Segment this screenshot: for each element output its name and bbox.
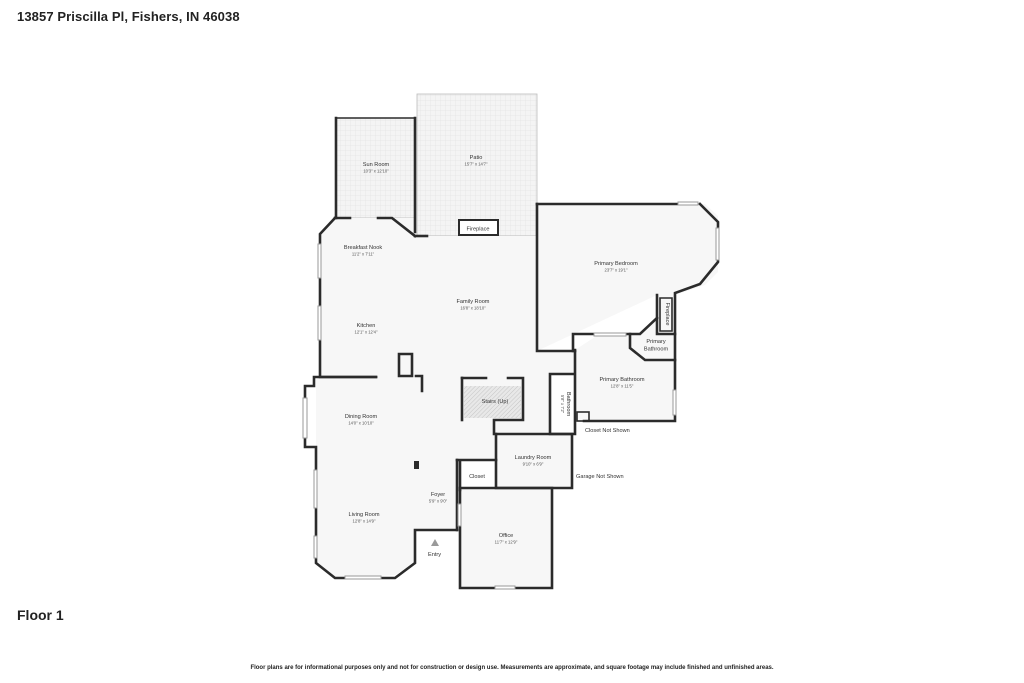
living-room-dims: 12'8" x 14'9" xyxy=(353,519,376,524)
laundry-room-label: Laundry Room xyxy=(515,455,552,461)
primary-bedroom-dims: 23'7" x 19'1" xyxy=(605,268,628,273)
breakfast-nook-label: Breakfast Nook xyxy=(344,245,382,251)
patio-fireplace xyxy=(458,219,499,236)
family-room-dims: 16'8" x 18'10" xyxy=(460,306,486,311)
entry-note: Entry xyxy=(428,552,441,558)
office-dims: 11'7" x 12'9" xyxy=(495,540,518,545)
primary-bathroom-small-label-1: Primary xyxy=(646,339,665,345)
floor-label: Floor 1 xyxy=(17,607,64,623)
foyer-dims: 5'9" x 9'0" xyxy=(429,499,448,504)
living-room-label: Living Room xyxy=(348,512,379,518)
bathroom-label: Bathroom xyxy=(565,392,571,417)
windows xyxy=(302,201,720,590)
property-address: 13857 Priscilla Pl, Fishers, IN 46038 xyxy=(17,9,240,24)
entry-arrow xyxy=(431,539,439,546)
stairs-label: Stairs (Up) xyxy=(482,399,509,405)
disclaimer: Floor plans are for informational purpos… xyxy=(250,665,774,671)
bedroom-fireplace-label: Fireplace xyxy=(664,302,670,325)
kitchen-label: Kitchen xyxy=(357,323,376,329)
room-labels: Sun Room 10'3" x 12'10" Patio 15'7" x 14… xyxy=(344,155,670,558)
walls xyxy=(303,116,720,590)
office-label: Office xyxy=(499,533,514,539)
primary-bathroom-small-label-2: Bathroom xyxy=(644,347,669,353)
interior-floor xyxy=(316,204,718,588)
patio-label: Patio xyxy=(470,155,483,161)
stairs-fill xyxy=(464,386,521,418)
laundry-room-dims: 9'10" x 6'9" xyxy=(523,462,544,467)
bathroom-dims: 5'8" x 7'2" xyxy=(560,395,565,414)
dining-room-dims: 14'0" x 10'10" xyxy=(348,421,374,426)
dining-room-label: Dining Room xyxy=(345,414,378,420)
primary-bathroom-dims: 12'8" x 11'5" xyxy=(611,384,634,389)
family-room-label: Family Room xyxy=(457,299,490,305)
primary-bedroom-label: Primary Bedroom xyxy=(594,261,638,267)
garage-not-shown-note: Garage Not Shown xyxy=(576,474,624,480)
sun-room-label: Sun Room xyxy=(363,162,390,168)
kitchen-dims: 12'1" x 12'4" xyxy=(355,330,378,335)
primary-bathroom-label: Primary Bathroom xyxy=(599,377,644,383)
patio-dims: 15'7" x 14'7" xyxy=(465,162,488,167)
patio-fireplace-label: Fireplace xyxy=(466,227,489,233)
closet-label: Closet xyxy=(469,474,485,480)
sun-room-dims: 10'3" x 12'10" xyxy=(363,169,389,174)
closet-not-shown-note: Closet Not Shown xyxy=(585,428,630,434)
foyer-label: Foyer xyxy=(431,492,445,498)
breakfast-nook-dims: 11'2" x 7'11" xyxy=(352,252,375,257)
